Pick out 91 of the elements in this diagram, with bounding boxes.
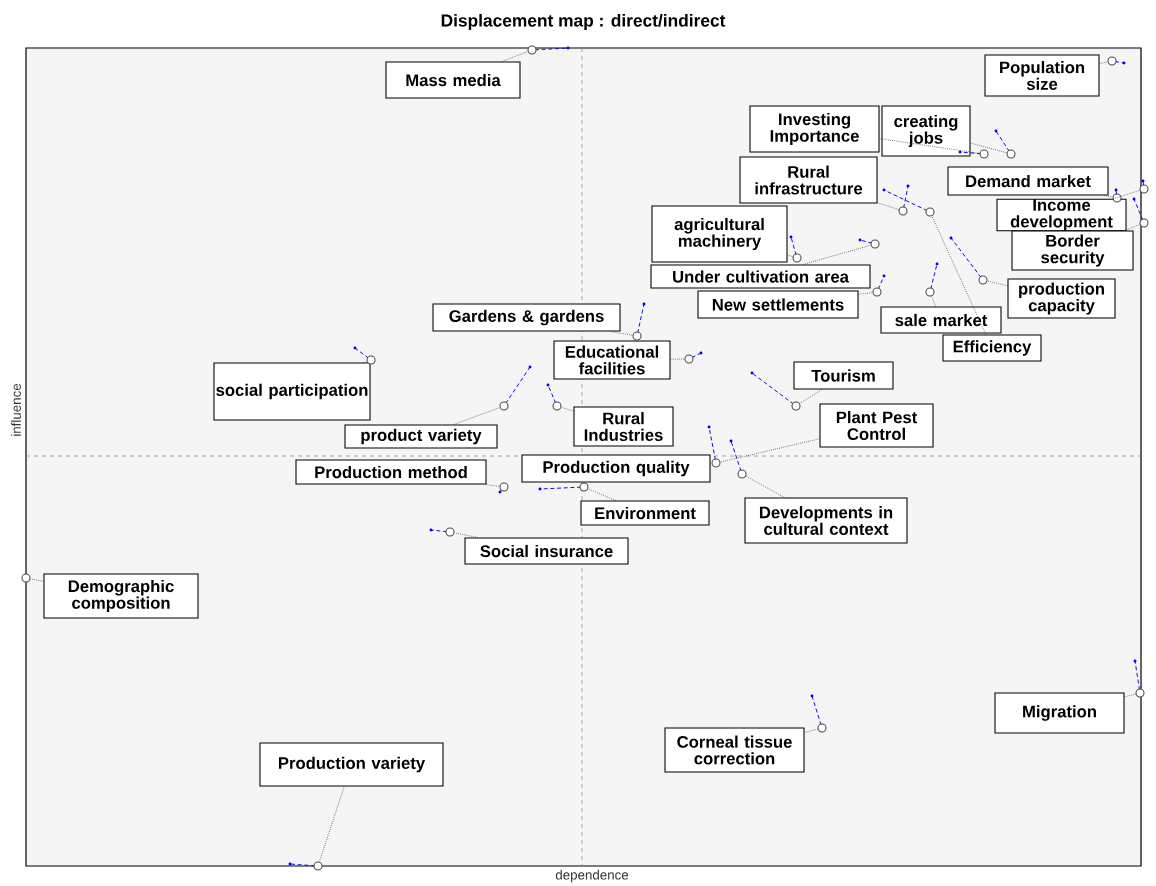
- displaced-point-marker: [21, 573, 31, 583]
- leader-line: [1124, 224, 1141, 231]
- leader-line: [720, 438, 820, 463]
- leader-line: [560, 406, 574, 412]
- chart-title: Displacement map : direct/indirect: [441, 13, 726, 31]
- displaced-point-marker: [538, 482, 589, 492]
- displaced-point-marker: [882, 188, 935, 217]
- displaced-point-marker: [1133, 659, 1145, 698]
- leader-line: [454, 532, 479, 538]
- displaced-point-marker: [872, 274, 886, 297]
- variable-label: Investing Importance: [749, 105, 880, 153]
- variable-label: creating jobs: [881, 105, 971, 157]
- variable-label: Demographic composition: [43, 573, 199, 619]
- variable-label: Under cultivation area: [650, 264, 871, 289]
- leader-line: [787, 254, 794, 258]
- variable-label: Developments in cultural context: [744, 497, 908, 544]
- leader-line: [877, 202, 900, 210]
- leader-line: [1099, 61, 1108, 64]
- displaced-point-marker: [707, 425, 721, 468]
- variable-label: Income development: [996, 198, 1127, 232]
- leader-line: [802, 244, 872, 265]
- displaced-point-marker: [789, 235, 802, 263]
- leader-line: [931, 215, 987, 335]
- displaced-point-marker: [498, 482, 509, 494]
- variable-label: sale market: [880, 306, 1002, 334]
- axis-label: dependence: [555, 869, 629, 883]
- leader-line: [799, 389, 823, 404]
- displaced-point-marker: [499, 365, 532, 411]
- displaced-point-marker: [1139, 179, 1149, 194]
- variable-label: Demand market: [947, 166, 1109, 196]
- displaced-point-marker: [353, 346, 376, 365]
- variable-label: production capacity: [1007, 278, 1116, 319]
- displaced-point-marker: [994, 129, 1016, 159]
- leader-line: [1103, 195, 1113, 198]
- displaced-point-marker: [858, 238, 880, 249]
- leader-line: [453, 407, 501, 425]
- displaced-point-marker: [527, 45, 570, 55]
- variable-label: Social insurance: [464, 537, 629, 565]
- displaced-point-marker: [729, 439, 747, 479]
- leader-line: [1124, 693, 1136, 698]
- displaced-point-marker: [925, 262, 939, 297]
- variable-label: Rural infrastructure: [739, 156, 878, 204]
- leader-line: [501, 51, 529, 62]
- leader-line: [987, 280, 1008, 287]
- variable-label: Rural Industries: [573, 406, 674, 447]
- displaced-point-marker: [684, 351, 703, 364]
- leader-line: [485, 484, 500, 487]
- leader-line: [30, 578, 44, 582]
- leader-line: [1112, 189, 1141, 200]
- displaced-point-marker: [810, 694, 827, 733]
- variable-label: Population size: [984, 54, 1100, 97]
- axis-label: influence: [11, 383, 21, 436]
- leader-line: [609, 331, 633, 336]
- variable-label: New settlements: [697, 290, 859, 319]
- displaced-point-marker: [958, 149, 989, 159]
- variable-label: Educational facilities: [553, 340, 671, 380]
- variable-label: Tourism: [793, 361, 894, 390]
- displaced-point-marker: [949, 236, 988, 285]
- displaced-point-marker: [288, 861, 323, 871]
- variable-label: Border security: [1011, 230, 1134, 271]
- displaced-point-marker: [546, 383, 562, 411]
- displaced-point-marker: [632, 302, 646, 341]
- leader-line: [364, 361, 368, 363]
- displaced-point-marker: [750, 371, 801, 411]
- leader-line: [804, 728, 818, 733]
- variable-label: product variety: [344, 424, 498, 449]
- displaced-point-marker: [429, 527, 455, 537]
- leader-line: [931, 295, 937, 307]
- leader-line: [319, 786, 345, 863]
- variable-label: Corneal tissue correction: [664, 727, 805, 773]
- leader-line: [879, 138, 980, 154]
- leader-line: [745, 475, 785, 498]
- variable-label: Mass media: [385, 61, 521, 99]
- variable-label: Migration: [994, 692, 1125, 734]
- variable-label: Efficiency: [942, 334, 1042, 362]
- variable-label: Plant Pest Control: [819, 403, 934, 448]
- displaced-point-marker: [1112, 188, 1122, 203]
- leader-line: [587, 488, 616, 501]
- variable-label: Production quality: [521, 454, 711, 483]
- variable-label: Gardens & gardens: [432, 303, 621, 332]
- displaced-point-marker: [1107, 56, 1126, 66]
- variable-label: Environment: [580, 500, 710, 526]
- displaced-point-marker: [898, 184, 910, 216]
- leader-line: [858, 292, 873, 295]
- variable-label: Production variety: [259, 742, 444, 787]
- variable-label: Production method: [295, 459, 487, 485]
- displaced-point-marker: [1132, 197, 1149, 228]
- leader-line: [970, 142, 1008, 154]
- variable-label: agricultural machinery: [651, 205, 788, 263]
- leader-line: [670, 358, 685, 360]
- variable-label: social participation: [213, 362, 371, 421]
